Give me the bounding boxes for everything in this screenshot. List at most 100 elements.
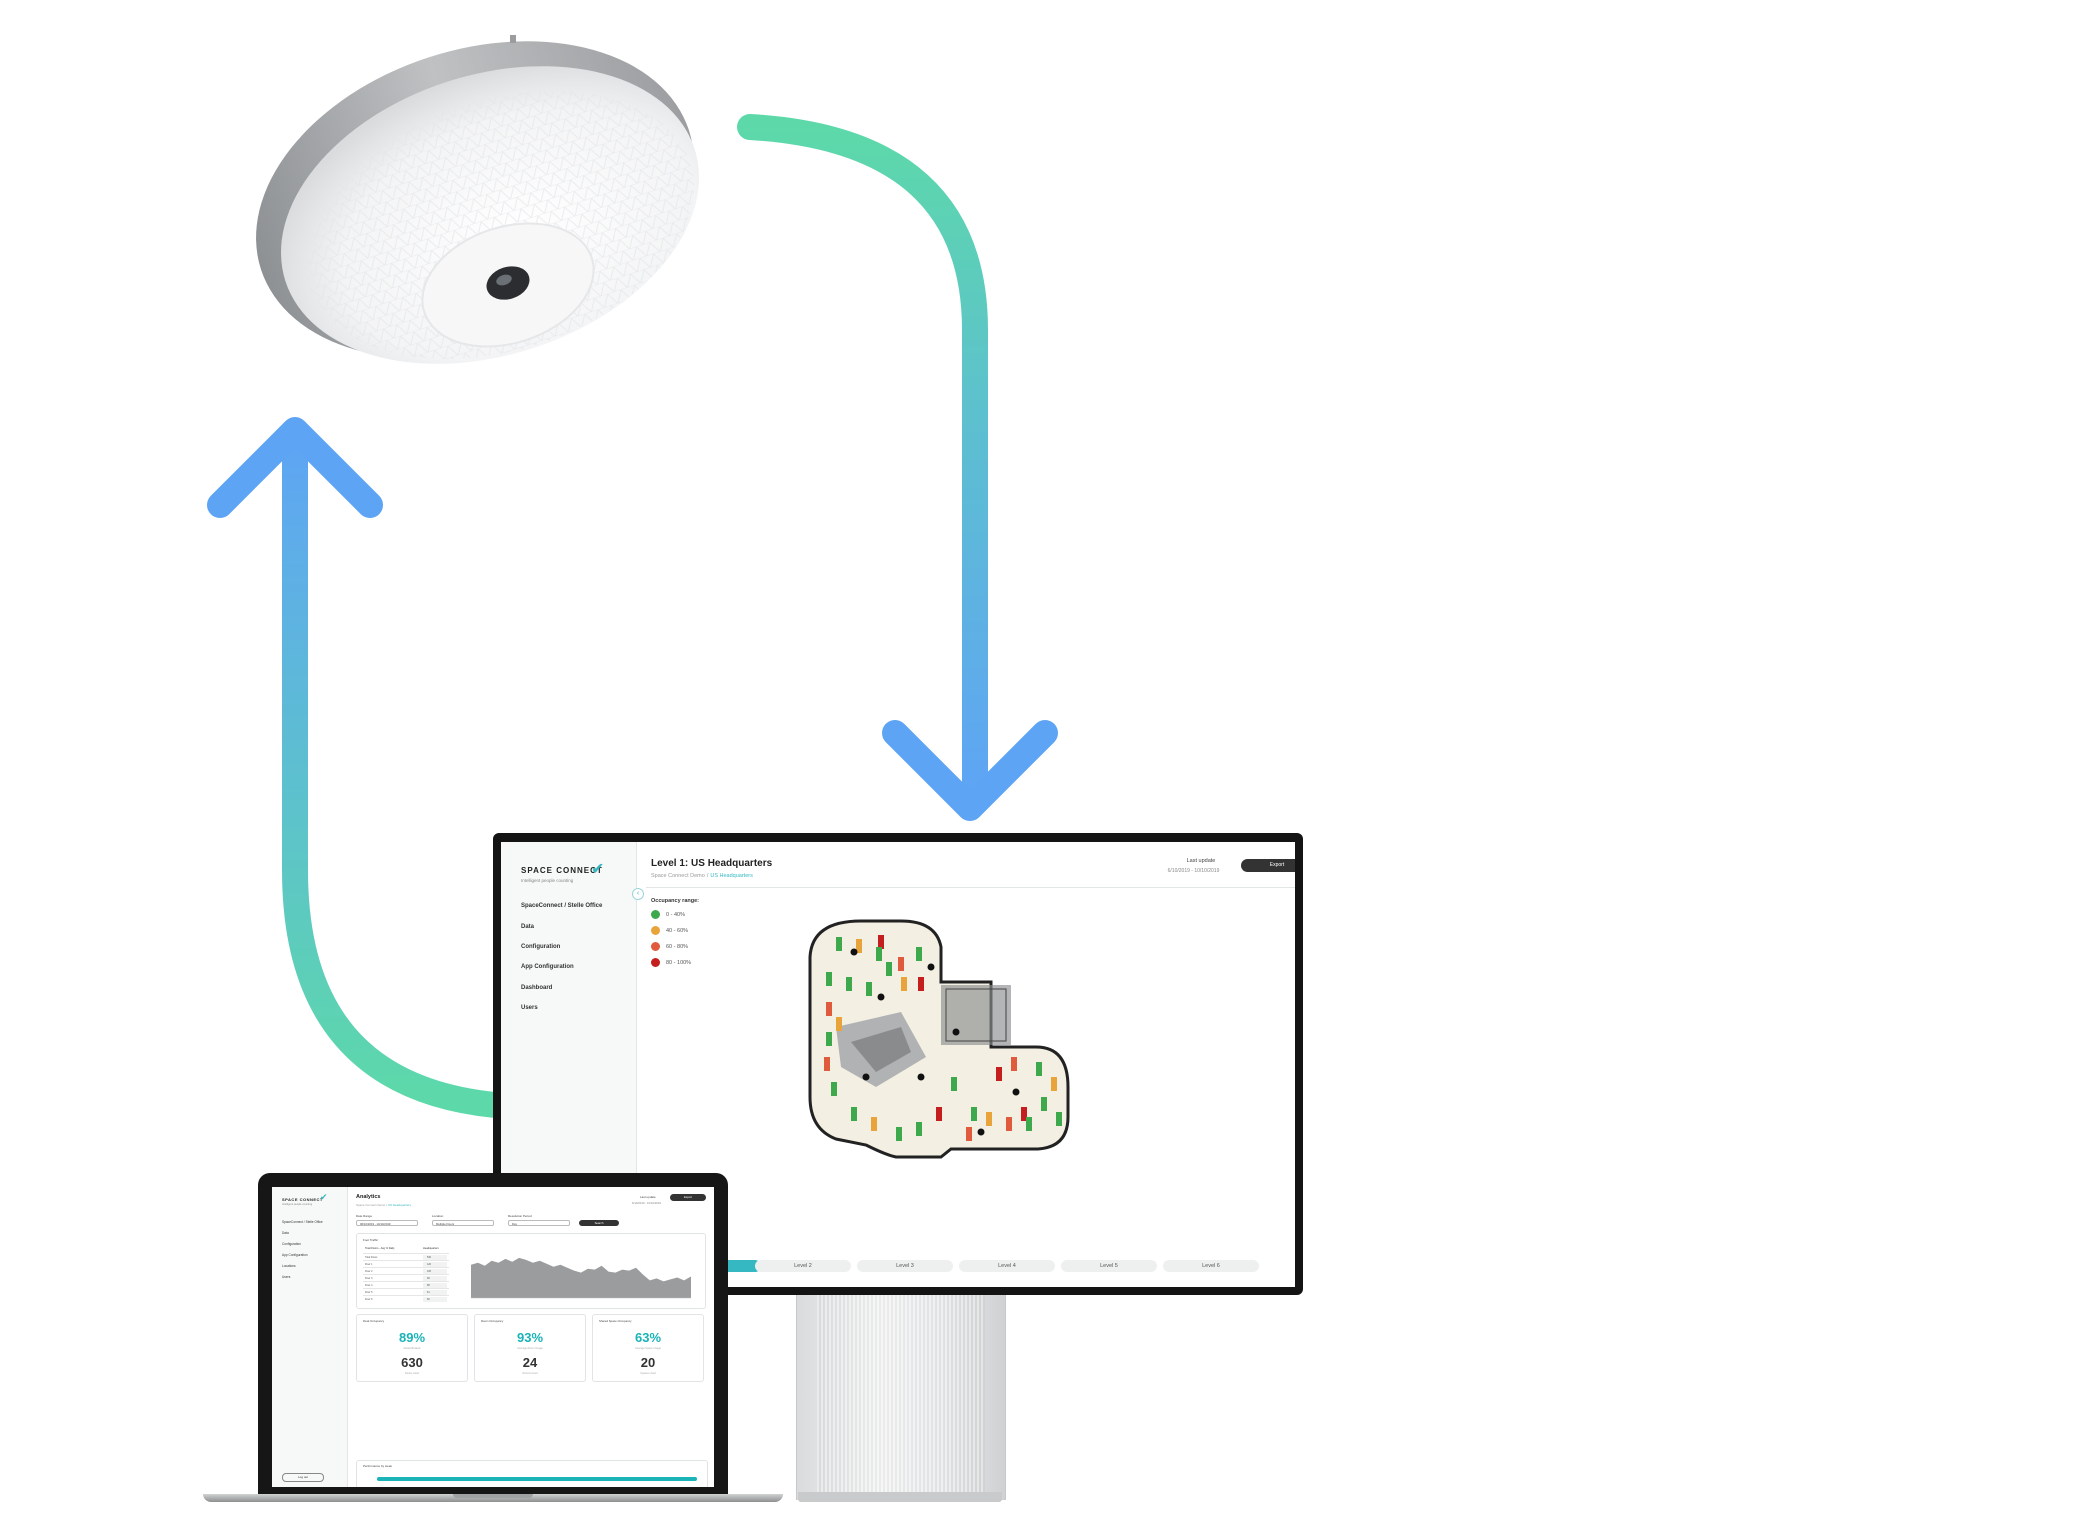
desk-marker[interactable] bbox=[936, 1107, 942, 1121]
tab-level-2[interactable]: Level 2 bbox=[755, 1260, 851, 1272]
desk-marker[interactable] bbox=[901, 977, 907, 991]
desk-marker[interactable] bbox=[826, 972, 832, 986]
table-cell-floor: Floor 3 bbox=[365, 1276, 373, 1280]
legend-label: 60 - 80% bbox=[666, 944, 689, 950]
laptop-breadcrumb-current[interactable]: US Headquarters bbox=[387, 1203, 412, 1207]
header-divider bbox=[646, 887, 1295, 888]
date-range-select[interactable]: 06/10/2019 - 10/10/2019 bbox=[356, 1220, 418, 1226]
desk-markers bbox=[824, 935, 1062, 1141]
desk-marker[interactable] bbox=[1036, 1062, 1042, 1076]
desk-marker[interactable] bbox=[896, 1127, 902, 1141]
logo-check-icon: ✔ bbox=[591, 861, 605, 878]
desk-marker[interactable] bbox=[971, 1107, 977, 1121]
desk-marker[interactable] bbox=[1021, 1107, 1027, 1121]
monitor-stand bbox=[796, 1295, 1006, 1500]
laptop-sidebar-item-configuration[interactable]: Configuration bbox=[282, 1242, 301, 1246]
laptop-sidebar: SPACE CONNECT ✔ Intelligent people count… bbox=[272, 1187, 348, 1487]
desk-marker[interactable] bbox=[1051, 1077, 1057, 1091]
legend-label: 0 - 40% bbox=[666, 912, 685, 918]
desk-marker[interactable] bbox=[851, 1107, 857, 1121]
location-select[interactable]: Multiple Floors bbox=[432, 1220, 494, 1226]
sensor-location-marker[interactable] bbox=[917, 1073, 925, 1081]
laptop-sidebar-item-workspace[interactable]: SpaceConnect / Stelle Office bbox=[282, 1220, 323, 1224]
kpi-count-caption: Spaces Used bbox=[640, 1372, 656, 1375]
table-cell-value: 105 bbox=[427, 1269, 431, 1273]
desk-marker[interactable] bbox=[916, 947, 922, 961]
desk-marker[interactable] bbox=[826, 1002, 832, 1016]
kpi-percentage: 89% bbox=[398, 1330, 426, 1345]
desk-marker[interactable] bbox=[876, 947, 882, 961]
laptop-sidebar-item-locations[interactable]: Locations bbox=[282, 1264, 296, 1268]
table-cell-value: 88 bbox=[427, 1283, 430, 1287]
sensor-location-marker[interactable] bbox=[977, 1128, 985, 1136]
filter-location-label: Location bbox=[432, 1214, 444, 1218]
export-button[interactable]: Export bbox=[1241, 859, 1295, 872]
sensor-location-marker[interactable] bbox=[927, 963, 935, 971]
desk-marker[interactable] bbox=[996, 1067, 1002, 1081]
tab-level-4[interactable]: Level 4 bbox=[959, 1260, 1055, 1272]
tab-level-6[interactable]: Level 6 bbox=[1163, 1260, 1259, 1272]
laptop-export-button[interactable]: Export bbox=[670, 1194, 706, 1201]
search-button[interactable]: Search bbox=[579, 1220, 619, 1226]
sidebar-item-app-configuration[interactable]: App Configuration bbox=[521, 964, 574, 970]
desk-marker[interactable] bbox=[1026, 1117, 1032, 1131]
legend-dot-icon bbox=[651, 942, 660, 952]
desk-marker[interactable] bbox=[918, 977, 924, 991]
sidebar-item-workspace[interactable]: SpaceConnect / Stelle Office bbox=[521, 903, 603, 909]
desk-marker[interactable] bbox=[824, 1057, 830, 1071]
sensor-location-marker[interactable] bbox=[862, 1073, 870, 1081]
desk-marker[interactable] bbox=[836, 937, 842, 951]
table-cell-value: 96 bbox=[427, 1276, 430, 1280]
desk-marker[interactable] bbox=[856, 939, 862, 953]
tab-level-3[interactable]: Level 3 bbox=[857, 1260, 953, 1272]
desk-marker[interactable] bbox=[871, 1117, 877, 1131]
desk-marker[interactable] bbox=[951, 1077, 957, 1091]
laptop-breadcrumb-root[interactable]: Space Connect Demo bbox=[356, 1203, 386, 1207]
desk-marker[interactable] bbox=[966, 1127, 972, 1141]
desk-marker[interactable] bbox=[1056, 1112, 1062, 1126]
tab-level-5[interactable]: Level 5 bbox=[1061, 1260, 1157, 1272]
laptop-sidebar-item-users[interactable]: Users bbox=[282, 1275, 291, 1279]
floor-plan-outline bbox=[808, 919, 1070, 1159]
sidebar-item-data[interactable]: Data bbox=[521, 924, 535, 930]
desk-marker[interactable] bbox=[916, 1122, 922, 1136]
desk-marker[interactable] bbox=[1011, 1057, 1017, 1071]
laptop-breadcrumb: Space Connect Demo / US Headquarters bbox=[356, 1203, 412, 1207]
desk-marker[interactable] bbox=[898, 957, 904, 971]
desk-marker[interactable] bbox=[1006, 1117, 1012, 1131]
laptop-base bbox=[203, 1494, 783, 1502]
foot-traffic-area bbox=[471, 1257, 691, 1298]
desk-marker[interactable] bbox=[826, 1032, 832, 1046]
sidebar-item-dashboard[interactable]: Dashboard bbox=[521, 985, 553, 991]
performance-card: Performance by week bbox=[356, 1460, 708, 1487]
desk-marker[interactable] bbox=[1041, 1097, 1047, 1111]
desk-marker[interactable] bbox=[866, 982, 872, 996]
desk-marker[interactable] bbox=[836, 1017, 842, 1031]
desk-marker[interactable] bbox=[886, 962, 892, 976]
breadcrumb-current[interactable]: US Headquarters bbox=[710, 873, 753, 879]
sensor-location-marker[interactable] bbox=[877, 993, 885, 1001]
sensor-location-marker[interactable] bbox=[952, 1028, 960, 1036]
breadcrumb-root[interactable]: Space Connect Demo bbox=[651, 873, 705, 879]
resolution-select[interactable]: Day bbox=[508, 1220, 570, 1226]
desk-marker[interactable] bbox=[878, 935, 884, 949]
sensor-location-marker[interactable] bbox=[1012, 1088, 1020, 1096]
logout-button[interactable]: Log out bbox=[282, 1473, 324, 1482]
floor-plan-map[interactable] bbox=[806, 917, 1136, 1167]
laptop-sidebar-item-app-configuration[interactable]: App Configuration bbox=[282, 1253, 308, 1257]
desk-marker[interactable] bbox=[831, 1082, 837, 1096]
collapse-sidebar-icon[interactable]: ‹ bbox=[632, 888, 644, 900]
laptop-sidebar-item-data[interactable]: Data bbox=[282, 1231, 289, 1235]
sensor-location-marker[interactable] bbox=[850, 948, 858, 956]
desk-marker[interactable] bbox=[986, 1112, 992, 1126]
sidebar-item-users[interactable]: Users bbox=[521, 1005, 538, 1011]
table-cell-value: 61 bbox=[427, 1290, 430, 1294]
foot-traffic-area-chart[interactable] bbox=[457, 1250, 697, 1306]
desk-marker[interactable] bbox=[846, 977, 852, 991]
sidebar-item-configuration[interactable]: Configuration bbox=[521, 944, 561, 950]
